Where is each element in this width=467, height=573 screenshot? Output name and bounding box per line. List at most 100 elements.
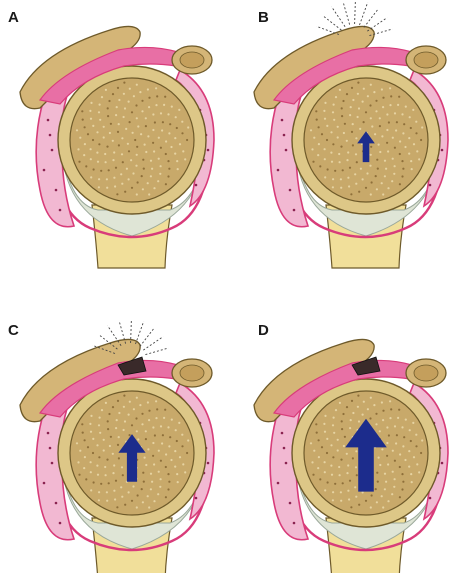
bursa-stipple — [59, 209, 62, 212]
bone-texture-speck — [121, 496, 123, 498]
bone-texture-speck — [389, 87, 391, 89]
humeral-head — [70, 78, 194, 202]
bone-texture-speck — [379, 125, 381, 127]
bone-texture-speck — [174, 153, 176, 155]
bone-texture-speck — [321, 446, 323, 448]
bone-texture-speck — [398, 96, 400, 98]
bone-texture-speck — [137, 494, 139, 496]
bursa-stipple — [281, 119, 284, 122]
bone-texture-speck — [159, 173, 161, 175]
bone-texture-speck — [113, 464, 115, 466]
bone-texture-speck — [145, 151, 147, 153]
bone-texture-speck — [115, 114, 117, 116]
bone-texture-speck — [176, 440, 178, 442]
bone-texture-speck — [110, 123, 112, 125]
bone-texture-speck — [399, 140, 401, 142]
bone-texture-speck — [312, 474, 314, 476]
bone-texture-speck — [182, 150, 184, 152]
bone-texture-speck — [152, 442, 154, 444]
bone-texture-speck — [390, 408, 392, 410]
bone-texture-speck — [378, 457, 380, 459]
bone-texture-speck — [147, 448, 149, 450]
bone-texture-speck — [381, 135, 383, 137]
bone-texture-speck — [145, 125, 147, 127]
bone-texture-speck — [118, 412, 120, 414]
bone-texture-speck — [377, 481, 379, 483]
bone-texture-speck — [107, 420, 109, 422]
bone-texture-speck — [106, 491, 108, 493]
bone-texture-speck — [90, 415, 92, 417]
bone-texture-speck — [420, 452, 422, 454]
bone-texture-speck — [136, 117, 138, 119]
bone-texture-speck — [145, 430, 147, 432]
bone-texture-speck — [99, 432, 101, 434]
bursa-stipple — [49, 447, 52, 450]
bone-texture-speck — [382, 193, 384, 195]
bone-texture-speck — [89, 110, 91, 112]
bone-texture-speck — [153, 500, 155, 502]
bone-texture-speck — [369, 417, 371, 419]
bone-texture-speck — [339, 89, 341, 91]
bone-texture-speck — [369, 165, 371, 167]
bone-texture-speck — [350, 193, 352, 195]
bone-texture-speck — [128, 101, 130, 103]
impingement-line — [140, 328, 155, 347]
bursa-stipple — [283, 447, 286, 450]
bone-texture-speck — [136, 146, 138, 148]
bone-texture-speck — [330, 465, 332, 467]
bursa-stipple — [59, 522, 62, 525]
bone-texture-speck — [387, 150, 389, 152]
bone-texture-speck — [399, 153, 401, 155]
bone-texture-speck — [131, 424, 133, 426]
bone-texture-speck — [105, 474, 107, 476]
bone-texture-speck — [145, 438, 147, 440]
bone-texture-speck — [332, 143, 334, 145]
bone-texture-speck — [93, 168, 95, 170]
bursa-stipple — [43, 482, 46, 485]
bone-texture-speck — [81, 110, 83, 112]
bone-texture-speck — [159, 486, 161, 488]
bone-texture-speck — [370, 397, 372, 399]
bone-texture-speck — [379, 430, 381, 432]
bone-texture-speck — [358, 504, 360, 506]
bone-texture-speck — [387, 500, 389, 502]
bone-texture-speck — [376, 472, 378, 474]
bone-texture-speck — [405, 106, 407, 108]
bone-texture-speck — [411, 481, 413, 483]
bone-texture-speck — [340, 491, 342, 493]
bone-texture-speck — [324, 431, 326, 433]
bone-texture-speck — [144, 457, 146, 459]
bone-texture-speck — [318, 143, 320, 145]
bone-texture-speck — [317, 154, 319, 156]
bone-texture-speck — [124, 420, 126, 422]
bone-texture-speck — [418, 158, 420, 160]
bone-texture-speck — [129, 121, 131, 123]
bone-texture-speck — [384, 488, 386, 490]
bone-texture-speck — [132, 485, 134, 487]
bone-texture-speck — [355, 496, 357, 498]
bone-texture-speck — [154, 434, 156, 436]
bone-texture-speck — [415, 121, 417, 123]
bone-texture-speck — [153, 150, 155, 152]
bone-texture-speck — [118, 144, 120, 146]
bone-texture-speck — [152, 426, 154, 428]
impingement-line — [343, 2, 350, 25]
bone-texture-speck — [318, 126, 320, 128]
bone-texture-speck — [112, 406, 114, 408]
bone-texture-speck — [358, 191, 360, 193]
bone-texture-speck — [128, 491, 130, 493]
bone-texture-speck — [165, 140, 167, 142]
panel-label: A — [8, 10, 19, 25]
bone-texture-speck — [107, 107, 109, 109]
bone-texture-speck — [104, 153, 106, 155]
bone-texture-speck — [387, 187, 389, 189]
bone-texture-speck — [114, 185, 116, 187]
bone-texture-speck — [389, 417, 391, 419]
bone-texture-speck — [113, 151, 115, 153]
bone-texture-speck — [390, 95, 392, 97]
bone-texture-speck — [324, 415, 326, 417]
bone-texture-speck — [375, 423, 377, 425]
bone-texture-speck — [160, 112, 162, 114]
bone-texture-speck — [392, 158, 394, 160]
bone-texture-speck — [319, 478, 321, 480]
